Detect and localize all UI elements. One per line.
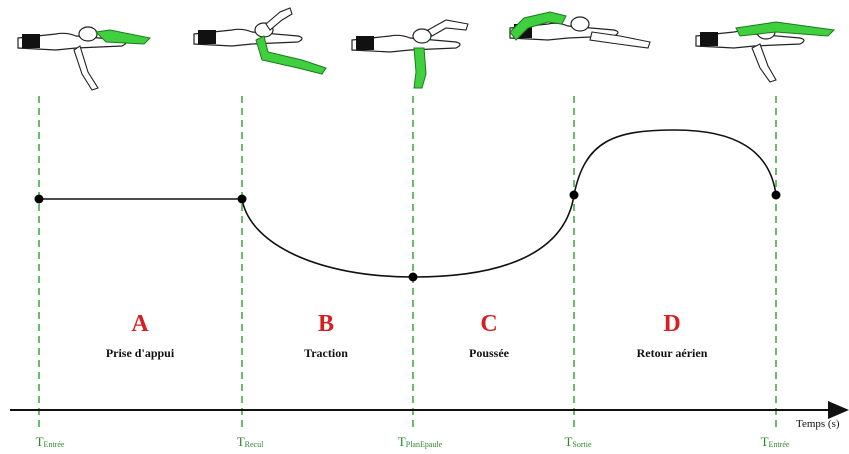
point-recul bbox=[238, 195, 247, 204]
curve-key-points bbox=[35, 191, 781, 282]
instant-label-sortie: TSortie bbox=[564, 434, 591, 450]
swimmer-figure-entree bbox=[18, 27, 150, 90]
swimmer-figure-sortie bbox=[510, 12, 650, 48]
instant-label-entree: TEntrée bbox=[36, 434, 65, 450]
point-plan-epaule bbox=[409, 273, 418, 282]
swimmer-figure-entree-end bbox=[696, 22, 834, 82]
phase-letter-c: C bbox=[480, 311, 497, 338]
point-entree-end bbox=[772, 191, 781, 200]
point-entree bbox=[35, 195, 44, 204]
time-axis-arrow bbox=[828, 401, 849, 419]
phase-letter-a: A bbox=[131, 311, 148, 338]
swimmer-figure-plan-epaule bbox=[352, 20, 468, 88]
hand-trajectory-curve bbox=[39, 130, 776, 277]
phase-name-c: Poussée bbox=[469, 346, 509, 361]
time-axis-label: Temps (s) bbox=[796, 418, 840, 430]
instant-lines bbox=[39, 96, 776, 430]
instant-label-recul: TRecul bbox=[237, 434, 264, 450]
phase-letter-b: B bbox=[318, 311, 334, 338]
point-sortie bbox=[570, 191, 579, 200]
phase-letter-d: D bbox=[663, 311, 680, 338]
instant-label-plan-epaule: TPlanEpaule bbox=[398, 434, 442, 450]
phase-name-b: Traction bbox=[304, 346, 348, 361]
swimmer-figure-recul bbox=[194, 8, 326, 74]
instant-label-entree-end: TEntrée bbox=[761, 434, 790, 450]
phase-name-d: Retour aérien bbox=[637, 346, 708, 361]
phase-name-a: Prise d'appui bbox=[106, 346, 174, 361]
